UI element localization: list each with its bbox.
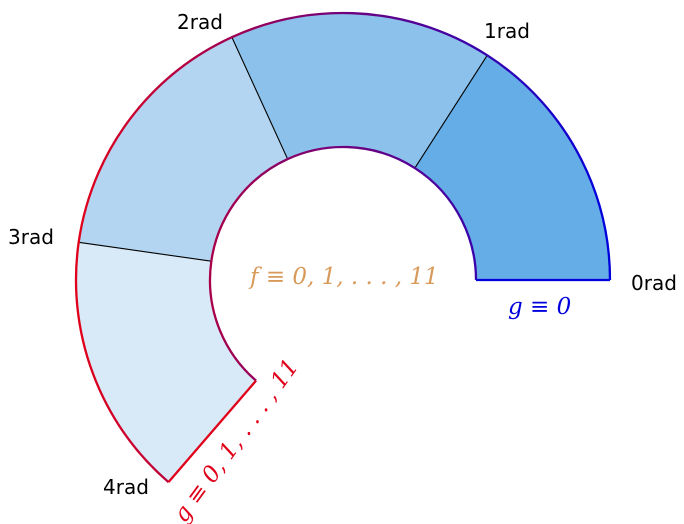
angle-label-1: 1rad xyxy=(484,19,530,43)
boundary-edge-end xyxy=(167,379,257,483)
annulus-sectors xyxy=(75,13,610,483)
outer-arc xyxy=(74,11,612,483)
divider-1 xyxy=(414,55,488,169)
annulus-outline xyxy=(74,11,612,483)
divider-3 xyxy=(78,241,212,262)
angle-label-0: 0rad xyxy=(631,271,677,295)
inner-arc xyxy=(208,145,478,382)
angle-label-2: 2rad xyxy=(177,10,223,34)
sector-1 xyxy=(231,13,488,169)
angle-label-4: 4rad xyxy=(103,475,149,499)
angle-label-3: 3rad xyxy=(8,225,54,249)
sector-dividers xyxy=(78,36,488,262)
divider-2 xyxy=(231,36,289,160)
f-label: f ≡ 0, 1, . . . , 11 xyxy=(248,264,439,290)
sector-2 xyxy=(78,37,288,262)
g-zero-label: g ≡ 0 xyxy=(508,294,571,320)
